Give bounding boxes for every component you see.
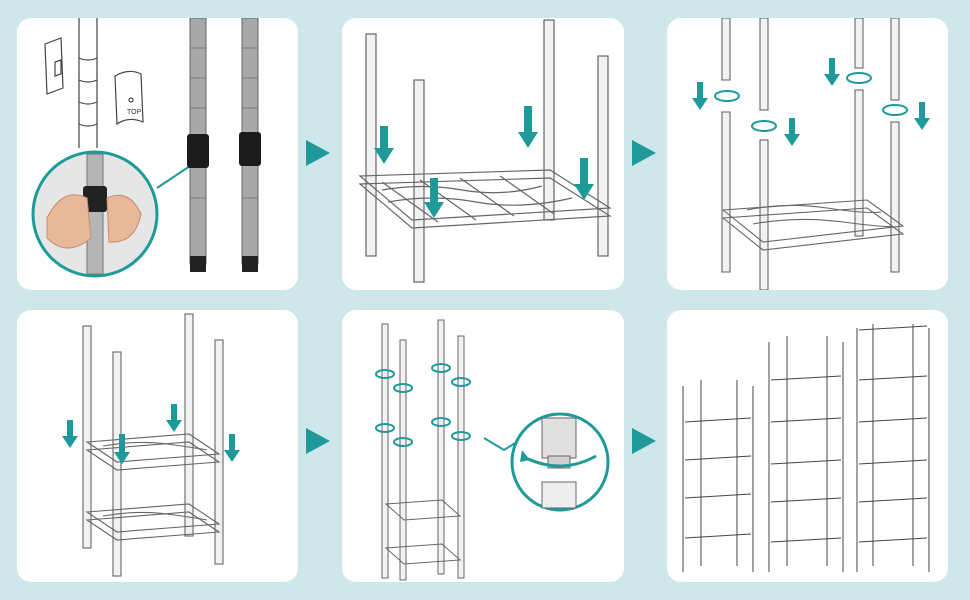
next-step-arrow-4 xyxy=(632,428,656,454)
screw-poles-illustration xyxy=(375,319,610,581)
down-arrows xyxy=(62,404,240,464)
shelf-unit-tall xyxy=(856,324,930,572)
upper-tube xyxy=(541,417,577,459)
lower-tube xyxy=(541,481,577,509)
finished-shelves-illustration xyxy=(682,324,930,572)
sleeve-top-label: TOP xyxy=(127,109,142,116)
panel-step-3 xyxy=(667,18,948,290)
wire-shelf xyxy=(358,169,612,229)
wire-shelf xyxy=(721,199,905,251)
lower-wire-shelf xyxy=(85,503,221,533)
fingers-left xyxy=(46,194,92,249)
extend-poles-illustration xyxy=(692,18,930,290)
shelf-unit-medium xyxy=(768,336,844,572)
rotate-arrows xyxy=(375,363,471,447)
connector-clip xyxy=(83,186,107,212)
panel-step-5 xyxy=(342,310,624,582)
next-step-arrow-1 xyxy=(306,140,330,166)
fingers-right xyxy=(106,194,142,243)
pole-connector-illustration: TOP xyxy=(31,18,261,278)
panel-step-2 xyxy=(342,18,624,290)
rotate-arrows xyxy=(714,72,908,132)
first-shelf-illustration xyxy=(358,19,612,283)
panel-step-6 xyxy=(667,310,948,582)
down-arrows xyxy=(692,58,930,146)
next-step-arrow-2 xyxy=(632,140,656,166)
pole-left xyxy=(187,18,209,272)
down-arrows xyxy=(374,106,594,218)
pole-right xyxy=(239,18,261,272)
panel-step-1: TOP xyxy=(17,18,298,290)
panel-step-4 xyxy=(17,310,298,582)
upper-wire-shelf xyxy=(85,433,221,463)
second-shelf-illustration xyxy=(62,313,240,577)
next-step-arrow-3 xyxy=(306,428,330,454)
shelf-unit-short xyxy=(682,380,754,572)
